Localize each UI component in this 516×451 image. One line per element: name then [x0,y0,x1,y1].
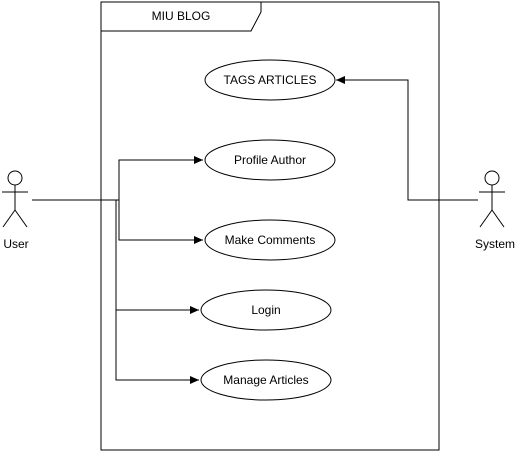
user-stick-figure-icon [2,170,28,228]
use-case-manage-articles: Manage Articles [200,359,332,401]
connector-user-profile-author [32,156,203,201]
connector-user-manage-articles [115,310,199,384]
actor-user: User [2,170,29,251]
use-case-make-comments-label: Make Comments [225,233,316,247]
use-case-login: Login [200,289,332,331]
system-stick-figure-icon [479,170,505,228]
use-case-profile-author-label: Profile Author [234,153,306,167]
boundary-title: MIU BLOG [152,9,211,23]
boundary-title-tab [100,1,262,32]
use-case-tags-articles: TAGS ARTICLES [204,59,336,101]
user-connectors [32,156,203,384]
actor-system-label: System [475,237,515,251]
actor-user-label: User [3,237,28,251]
use-case-tags-articles-label: TAGS ARTICLES [224,73,317,87]
connector-user-make-comments [118,200,203,244]
use-case-profile-author: Profile Author [204,139,336,181]
use-case-make-comments: Make Comments [204,219,336,261]
connector-system-tags-articles [336,76,478,201]
use-case-login-label: Login [251,303,280,317]
use-case-manage-articles-label: Manage Articles [223,373,308,387]
actor-system: System [475,170,515,251]
